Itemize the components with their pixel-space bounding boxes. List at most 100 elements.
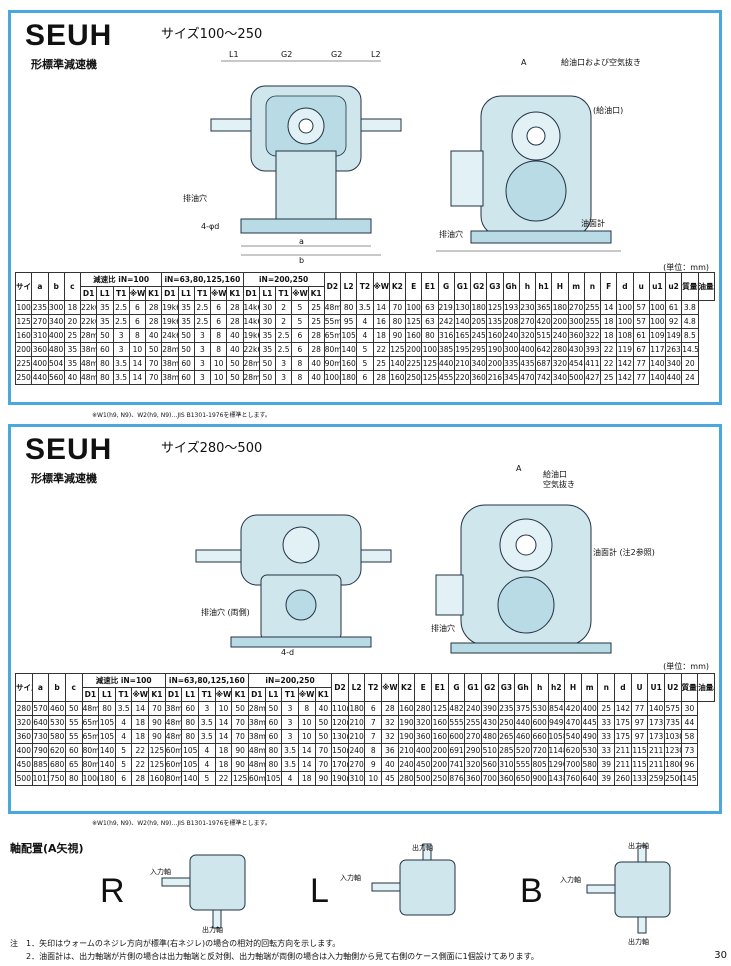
- table-cell: 73: [680, 743, 699, 758]
- table-cell: 140: [339, 342, 358, 357]
- table-cell: 620: [564, 743, 582, 758]
- spec-panel-large: SEUH 形標準減速機 サイズ280～500 排油穴 (両側) 4-d A 給油…: [8, 424, 722, 814]
- table-cell: 80: [181, 729, 200, 744]
- table-cell: 140: [388, 356, 407, 371]
- table-cell: 430: [567, 342, 585, 357]
- label-drain: 排油穴: [183, 193, 207, 203]
- header-ratio-200: iN=200,250: [242, 272, 325, 287]
- table-cell: 70: [314, 757, 333, 772]
- table-cell: 180: [347, 701, 366, 716]
- subheader-13: ※W1: [291, 286, 309, 301]
- table-cell: 3.5: [114, 701, 133, 716]
- table-cell: 125: [148, 757, 166, 772]
- header-23: n: [597, 673, 616, 702]
- table-cell: 18: [214, 757, 233, 772]
- table-cell: 80: [339, 300, 358, 315]
- table-cell: 60m6: [247, 771, 266, 786]
- shaft-diagram-l: 入力軸 出力軸: [340, 843, 456, 916]
- header-27: U2: [663, 673, 682, 702]
- table-cell: 280: [414, 701, 433, 716]
- table-cell: 10: [297, 715, 316, 730]
- table-cell: 4: [198, 757, 216, 772]
- table-cell: 400: [580, 701, 599, 716]
- table-cell: 119: [616, 342, 634, 357]
- table-cell: 160: [431, 715, 449, 730]
- table-cell: 3: [193, 328, 212, 343]
- table-cell: 885: [31, 757, 50, 772]
- table-cell: 16: [372, 314, 390, 329]
- label-out-shaft: 出力軸: [412, 843, 433, 852]
- table-row: 3607305805565m61054189048m6803.5147038m6…: [15, 729, 715, 744]
- table-cell: 3: [193, 370, 212, 385]
- subheader-14: K1: [314, 687, 333, 702]
- table-cell: 805: [530, 757, 549, 772]
- table-cell: 5: [114, 743, 133, 758]
- table-cell: 3: [274, 370, 293, 385]
- table-cell: 10: [128, 342, 147, 357]
- table-cell: 173: [647, 729, 665, 744]
- header-21: H: [564, 673, 582, 702]
- table-cell: 660: [530, 729, 549, 744]
- header-e: E: [404, 272, 423, 301]
- table-cell: 22: [131, 743, 150, 758]
- table-cell: 142: [614, 701, 632, 716]
- table-cell: 316: [437, 328, 455, 343]
- table-cell: 360: [31, 342, 49, 357]
- table-cell: 50: [314, 715, 333, 730]
- table-cell: 18: [214, 743, 233, 758]
- table-cell: 80m6: [81, 757, 100, 772]
- table-cell: 14: [372, 300, 390, 315]
- table-cell: 28: [144, 300, 163, 315]
- table-cell: 250: [431, 771, 449, 786]
- table-cell: 360: [414, 729, 433, 744]
- table-cell: 105: [264, 771, 283, 786]
- arrangement-b: B: [520, 872, 543, 910]
- table-cell: 600: [530, 715, 549, 730]
- table-row: 2254005043548m6803.5147038m6603105028m65…: [14, 356, 715, 371]
- table-cell: 135: [486, 314, 504, 329]
- table-cell: 57: [632, 314, 650, 329]
- table-cell: 39: [597, 757, 616, 772]
- table-cell: 32: [381, 715, 399, 730]
- table-cell: 1230: [663, 743, 682, 758]
- table-cell: 470: [518, 370, 537, 385]
- size-range: サイズ280～500: [161, 441, 263, 456]
- table-cell: 900: [530, 771, 549, 786]
- table-cell: 28: [226, 300, 244, 315]
- table-cell: 22k6: [79, 314, 98, 329]
- unit-label: (単位：mm): [663, 662, 709, 671]
- header-w2: ※W2: [372, 272, 390, 301]
- label-drain: 排油穴 (両側): [201, 607, 250, 617]
- header-1: a: [31, 673, 50, 702]
- table-cell: 60: [264, 729, 283, 744]
- table-cell: 28m6: [242, 356, 260, 371]
- table-cell: 18: [63, 300, 82, 315]
- table-cell: 70: [144, 370, 163, 385]
- label-out-shaft: 出力軸: [628, 841, 649, 850]
- table-cell: 220: [453, 370, 472, 385]
- svg-text:b: b: [299, 256, 304, 263]
- table-cell: 90: [388, 328, 407, 343]
- table-cell: 640: [580, 771, 599, 786]
- table-cell: 211: [647, 757, 665, 772]
- table-cell: 100: [648, 314, 667, 329]
- table-cell: 575: [663, 701, 682, 716]
- table-cell: 28m6: [242, 370, 260, 385]
- table-cell: 160: [486, 328, 504, 343]
- subheader-13: ※W1: [297, 687, 316, 702]
- table-cell: 320: [518, 328, 537, 343]
- table-cell: 205: [469, 314, 488, 329]
- table-cell: 20: [681, 356, 699, 371]
- table-cell: 555: [447, 715, 466, 730]
- series-title: SEUH: [25, 19, 113, 52]
- table-cell: 530: [48, 715, 66, 730]
- table-cell: 160: [148, 771, 166, 786]
- table-cell: 10: [209, 356, 228, 371]
- table-cell: 8: [128, 328, 147, 343]
- table-cell: 50: [96, 328, 114, 343]
- table-row: 1603104002528m650384024k650384019k6352.5…: [14, 328, 715, 343]
- table-cell: 1030: [663, 729, 682, 744]
- table-cell: 70: [388, 300, 407, 315]
- table-cell: 50: [314, 729, 333, 744]
